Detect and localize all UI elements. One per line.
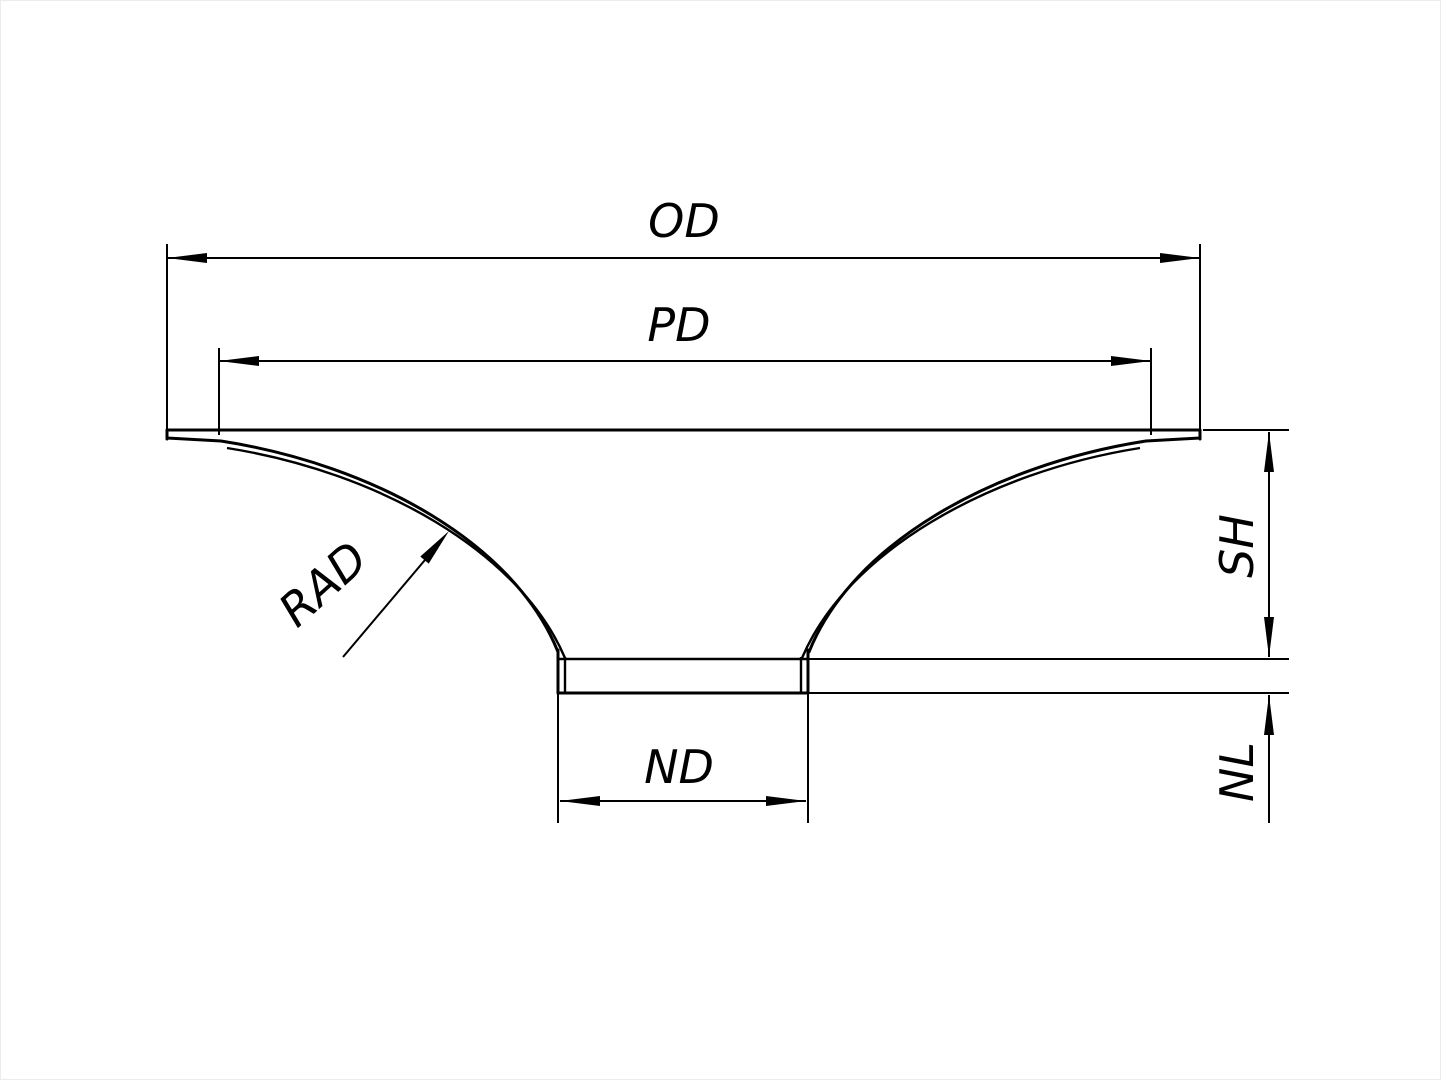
sh-dimension: SH [808, 429, 1289, 660]
nl-dimension: NL [808, 692, 1289, 823]
rad-label: RAD [268, 531, 378, 637]
pd-label: PD [647, 298, 710, 352]
od-arrow-right [1160, 253, 1200, 263]
right-inner-surface [800, 446, 1141, 659]
right-outer-surface [807, 436, 1202, 654]
pd-dimension: PD [218, 298, 1152, 435]
nd-dimension: ND [557, 693, 809, 823]
od-label: OD [648, 194, 720, 248]
sh-arrow-top [1264, 432, 1274, 472]
left-outer-surface [165, 436, 560, 654]
pd-arrow-left [219, 356, 259, 366]
part-profile [165, 428, 1202, 695]
nl-label: NL [1210, 742, 1264, 802]
sh-arrow-bottom [1264, 617, 1274, 657]
od-dimension: OD [166, 194, 1201, 439]
nd-arrow-left [560, 796, 600, 806]
od-arrow-left [167, 253, 207, 263]
rad-arrow [420, 531, 449, 564]
nd-arrow-right [766, 796, 806, 806]
pd-arrow-right [1111, 356, 1151, 366]
sh-label: SH [1210, 514, 1264, 578]
nd-label: ND [644, 740, 714, 794]
rad-callout: RAD [268, 531, 449, 658]
rad-leader-line [342, 540, 442, 658]
left-inner-surface [226, 446, 567, 659]
nl-arrow-up [1264, 695, 1274, 735]
